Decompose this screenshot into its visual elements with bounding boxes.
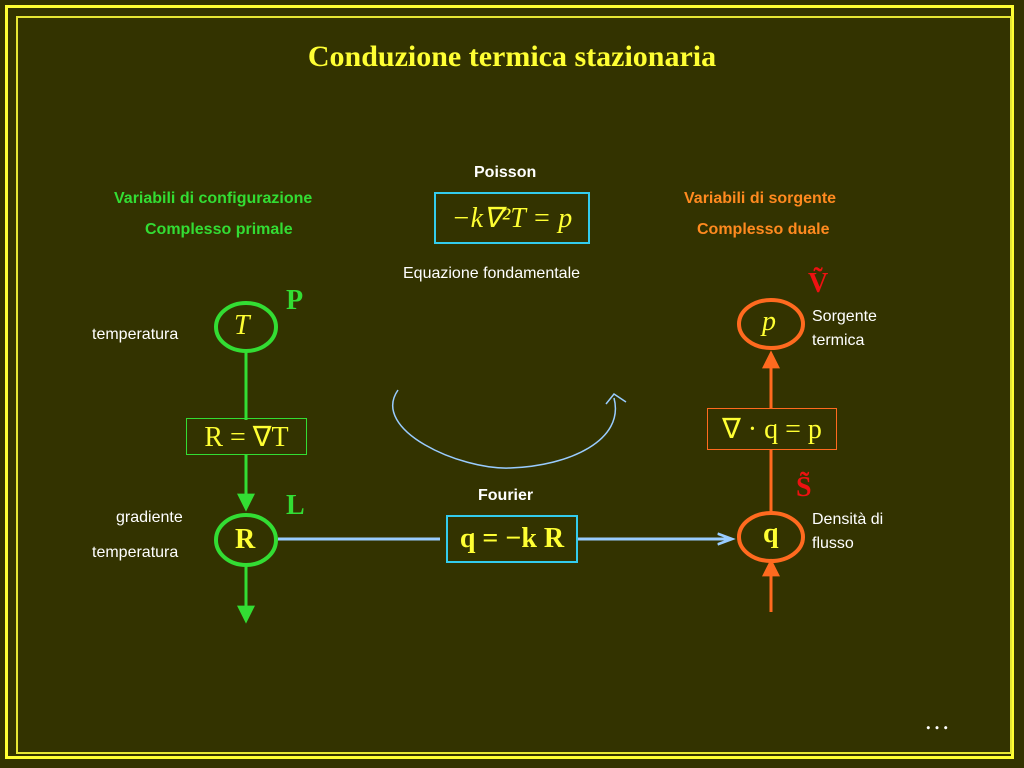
fourier-equation-box: q = −k R <box>446 515 578 563</box>
left-heading: Variabili di configurazione <box>114 190 313 207</box>
cycle-arrow <box>391 389 617 469</box>
outer-frame <box>5 5 1014 759</box>
flux-label-line2: flusso <box>812 535 854 552</box>
fundamental-equation-label: Equazione fondamentale <box>403 265 581 282</box>
cycle-arrowhead <box>605 392 627 405</box>
letter-V-tilde: Ṽ <box>808 268 829 299</box>
source-label-line2: termica <box>812 332 865 349</box>
flux-label-line1: Densità di <box>812 511 884 528</box>
ellipsis-marker: … <box>924 706 950 735</box>
letter-P: P <box>286 285 304 316</box>
node-R-symbol: R <box>235 524 256 555</box>
gradient-label-line2: temperatura <box>92 544 179 561</box>
letter-L: L <box>286 490 305 521</box>
node-p-circle <box>737 298 805 350</box>
node-T-circle <box>214 301 278 353</box>
left-subheading: Complesso primale <box>145 221 293 238</box>
fourier-label: Fourier <box>478 487 534 504</box>
poisson-label: Poisson <box>474 164 537 181</box>
poisson-equation-box: −k∇²T = p <box>434 192 590 244</box>
node-R-circle <box>214 513 278 567</box>
fourier-equation: q = −k R <box>459 523 565 554</box>
temperature-label: temperatura <box>92 326 179 343</box>
node-q-symbol: q <box>763 518 779 549</box>
page-title: Conduzione termica stazionaria <box>307 40 717 73</box>
gradient-label-line1: gradiente <box>116 509 183 526</box>
node-T-symbol: T <box>234 310 250 341</box>
node-q-circle <box>737 511 805 563</box>
node-p-symbol: p <box>762 306 776 337</box>
gradient-equation-box: R = ∇T <box>186 418 307 455</box>
source-label-line1: Sorgente <box>812 308 877 325</box>
divergence-equation-box: ∇ · q = p <box>707 408 837 450</box>
gradient-equation: R = ∇T <box>204 421 289 453</box>
divergence-equation: ∇ · q = p <box>722 414 822 445</box>
right-subheading: Complesso duale <box>697 221 830 238</box>
letter-S-tilde: S̃ <box>796 472 812 503</box>
inner-frame <box>16 16 1012 754</box>
right-heading: Variabili di sorgente <box>684 190 837 207</box>
poisson-equation: −k∇²T = p <box>451 203 573 234</box>
